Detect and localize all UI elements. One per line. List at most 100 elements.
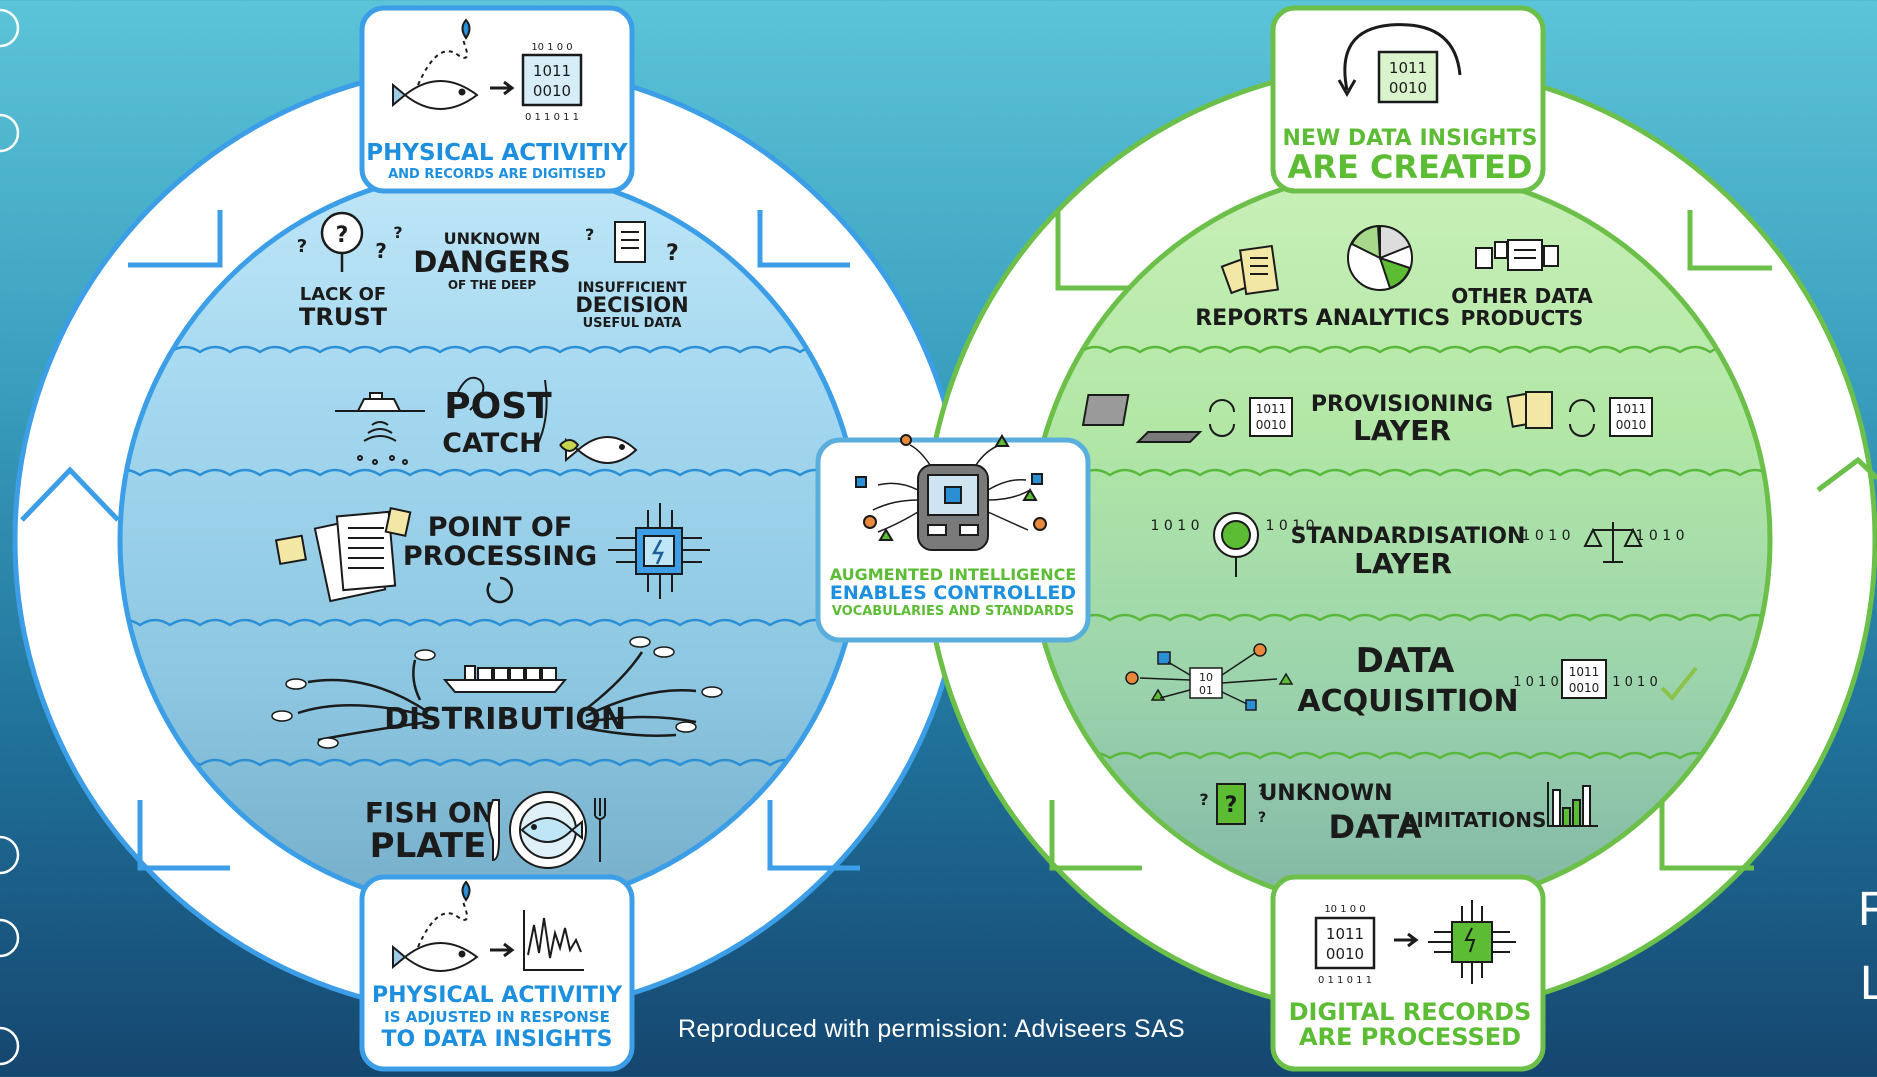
svg-text:0010: 0010 [1616, 418, 1647, 432]
data-products-icon [1475, 239, 1559, 271]
distribution-arrows [297, 651, 697, 742]
svg-text:10: 10 [1199, 671, 1213, 684]
svg-text:1011: 1011 [1256, 402, 1287, 416]
post-label: POST [444, 386, 552, 427]
data-nodes-icon: 10 01 [1125, 643, 1294, 711]
fish-pin-icon [392, 18, 479, 110]
left-top-subtitle: AND RECORDS ARE DIGITISED [388, 167, 606, 182]
svg-text:1 0 1 0: 1 0 1 0 [1151, 518, 1200, 534]
svg-text:?: ? [585, 225, 594, 244]
reports-icon [1220, 244, 1280, 296]
fish-on-label: FISH ON [365, 796, 495, 829]
right-top-title: NEW DATA INSIGHTS [1283, 126, 1538, 151]
useful-data-label: USEFUL DATA [583, 316, 682, 331]
question-magnifier-icon: ? ? ? ? [297, 211, 403, 272]
left-waves [122, 345, 858, 767]
fishing-line [457, 376, 548, 451]
left-bottom-title: PHYSICAL ACTIVITIY [372, 983, 623, 1008]
svg-text:0010: 0010 [1256, 418, 1287, 432]
svg-text:?: ? [375, 239, 387, 263]
center-line2: ENABLES CONTROLLED [830, 582, 1076, 604]
credit-text: Reproduced with permission: Adviseers SA… [678, 1015, 1185, 1043]
binary-chip-icon-acquisition: 1011 0010 [1561, 659, 1607, 699]
fish-plate-icon [488, 791, 606, 869]
center-line3: VOCABULARIES AND STANDARDS [832, 604, 1074, 619]
svg-text:1 0 1 0: 1 0 1 0 [1513, 675, 1558, 690]
unknown-data-label: UNKNOWN [1259, 781, 1392, 806]
binary-chip-icon-bottom: 1011 0010 10 1 0 0 0 1 1 0 1 1 [1314, 904, 1376, 986]
svg-text:01: 01 [1199, 684, 1213, 697]
right-bottom-title: DIGITAL RECORDS [1289, 998, 1532, 1026]
svg-text:1011: 1011 [1569, 665, 1600, 679]
left-top-title: PHYSICAL ACTIVITIY [366, 140, 628, 166]
svg-text:?: ? [666, 241, 679, 266]
svg-text:1011: 1011 [1616, 402, 1647, 416]
arrow-right-bottom-icon [490, 942, 515, 958]
bar-chart-icon [1547, 782, 1598, 827]
cycle-binary-icon: 1011 0010 [1337, 23, 1462, 104]
svg-text:?: ? [336, 223, 349, 248]
svg-text:?: ? [1258, 810, 1266, 826]
svg-text:0 1 1 0 1 1: 0 1 1 0 1 1 [525, 112, 579, 123]
standardisation-label: STANDARDISATION [1291, 524, 1526, 549]
edge-circles [0, 8, 20, 1066]
limitations-label: LIMITATIONS [1404, 808, 1547, 832]
right-waves [1032, 345, 1768, 760]
svg-text:0010: 0010 [1569, 681, 1600, 695]
svg-text:0 1 1 0 1 1: 0 1 1 0 1 1 [1318, 975, 1372, 986]
svg-text:?: ? [393, 223, 402, 242]
plate-label: PLATE [370, 826, 487, 866]
hooked-fish-icon [559, 436, 638, 464]
insufficient-label: INSUFFICIENT [577, 280, 686, 296]
svg-text:1 0 1 0: 1 0 1 0 [1266, 518, 1315, 534]
boat-sonar-icon [335, 392, 425, 465]
svg-text:1011: 1011 [1389, 59, 1427, 77]
provisioning-label: PROVISIONING [1311, 392, 1493, 417]
binary-chip-icon: 1011 0010 10 1 0 0 0 1 1 0 1 1 [521, 42, 583, 123]
sync-icon-2 [1569, 399, 1595, 437]
svg-text:0010: 0010 [1326, 945, 1364, 963]
left-cycle: 1011 0010 10 1 0 0 0 1 1 0 1 1 PHYSICAL … [12, 5, 968, 1072]
lack-of-label: LACK OF [300, 284, 386, 305]
reports-small-icon [1506, 391, 1553, 429]
catch-label: CATCH [442, 428, 541, 459]
dangers-label: DANGERS [413, 245, 571, 279]
documents-question-icon: ? ? [585, 221, 679, 266]
trust-label: TRUST [299, 303, 388, 331]
center-line1: AUGMENTED INTELLIGENCE [830, 565, 1077, 584]
data-limitations-data-label: DATA [1329, 808, 1422, 846]
svg-text:0010: 0010 [533, 82, 571, 100]
binary-chip-icon-provisioning: 1011 0010 [1249, 397, 1293, 437]
binary-chip-icon-provisioning-2: 1011 0010 [1609, 397, 1653, 437]
svg-text:0010: 0010 [1389, 79, 1427, 97]
svg-text:1 0 1 0: 1 0 1 0 [1636, 528, 1685, 544]
line-chart-icon [523, 910, 584, 971]
left-bottom-subtitle2: TO DATA INSIGHTS [382, 1027, 613, 1052]
analytics-pie-icon [1347, 224, 1413, 291]
question-card-icon [1216, 783, 1246, 825]
svg-text:1 0 1 0: 1 0 1 0 [1522, 528, 1571, 544]
processor-chip-green-icon [1428, 900, 1516, 984]
refresh-icon [486, 576, 513, 604]
products-label: PRODUCTS [1461, 306, 1584, 330]
checkmark-icon [1660, 666, 1698, 701]
right-bottom-subtitle: ARE PROCESSED [1299, 1023, 1521, 1051]
svg-text:1011: 1011 [533, 62, 571, 80]
point-of-label: POINT OF [428, 512, 573, 543]
other-data-label: OTHER DATA [1451, 284, 1593, 308]
provisioning-layer-label: LAYER [1353, 414, 1451, 447]
documents-stack-icon [274, 506, 412, 603]
arrow-right-icon [490, 80, 515, 96]
left-bottom-subtitle: IS ADJUSTED IN RESPONSE [384, 1008, 610, 1026]
arrow-right-green-icon [1394, 932, 1419, 948]
edge-letter-f: F [1858, 883, 1877, 936]
of-the-deep-label: OF THE DEEP [448, 278, 537, 292]
unknown-label: UNKNOWN [444, 229, 541, 248]
processing-label: PROCESSING [403, 541, 597, 572]
decision-label: DECISION [575, 293, 688, 317]
distribution-label: DISTRIBUTION [384, 702, 626, 737]
small-fish-icons [271, 636, 723, 749]
scales-icon [1583, 522, 1643, 563]
svg-text:?: ? [1225, 793, 1238, 818]
svg-text:?: ? [1199, 790, 1208, 809]
